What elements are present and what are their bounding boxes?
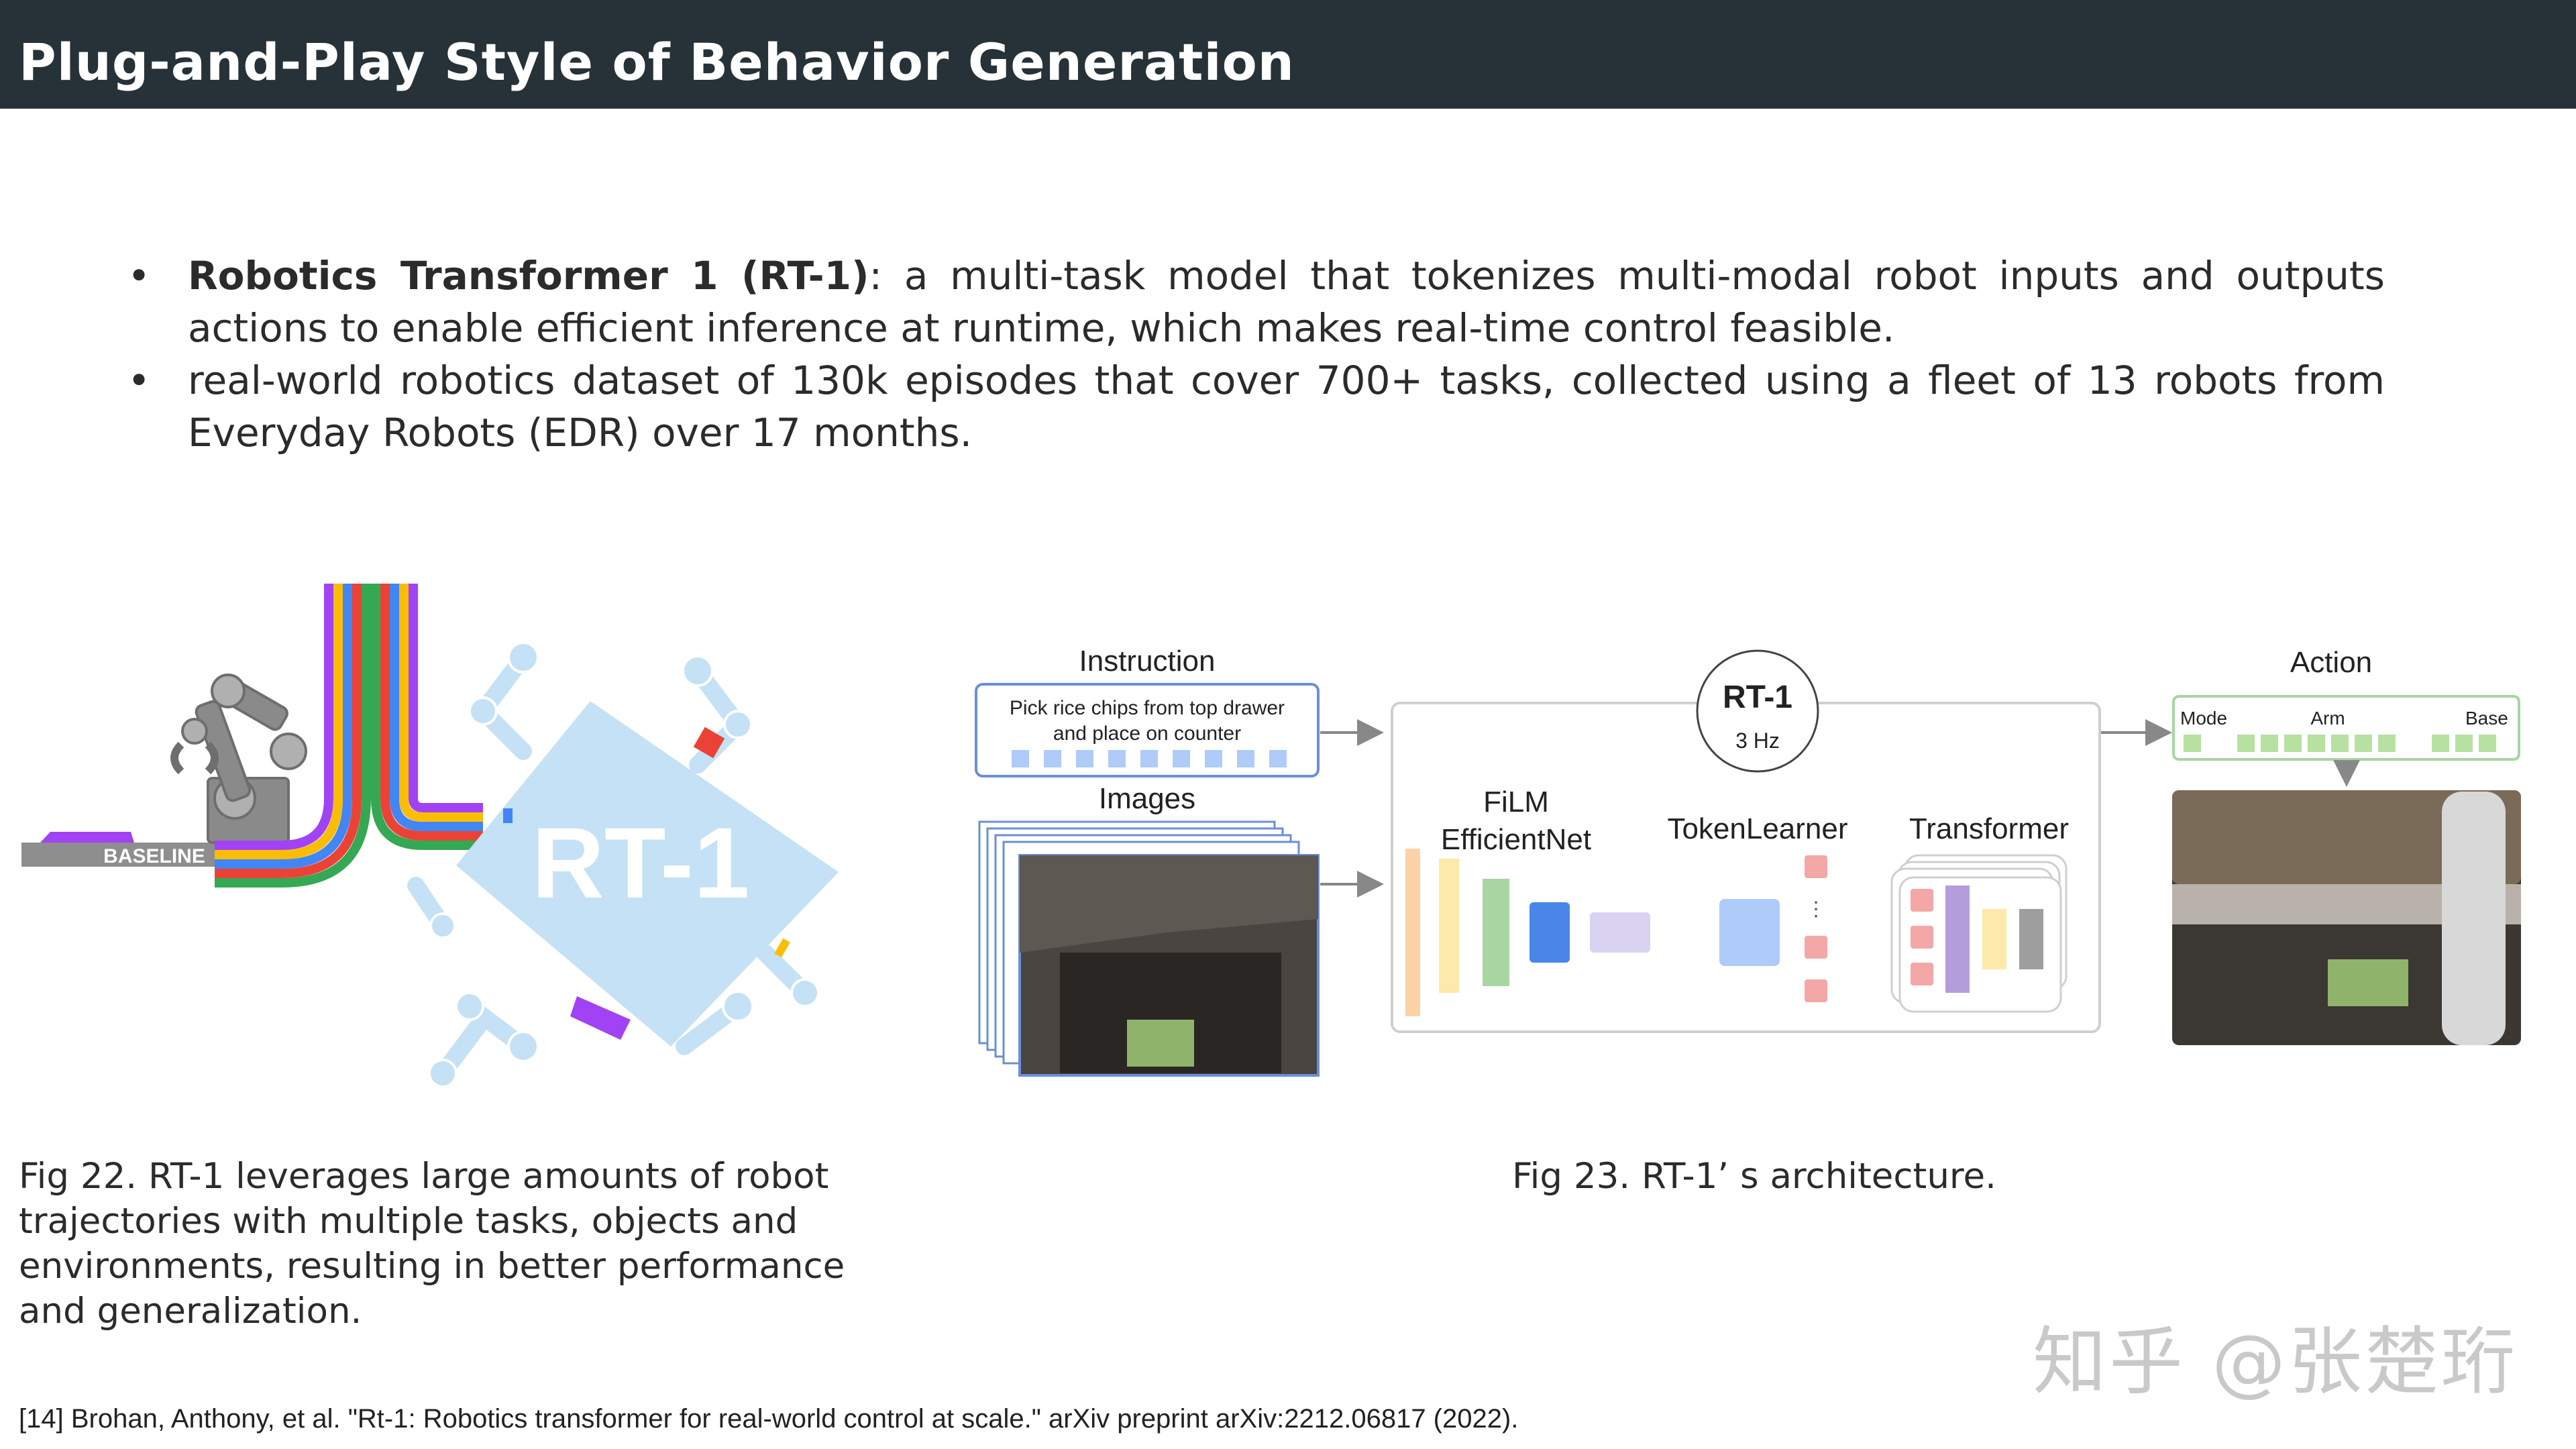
data-stripes [215,584,483,888]
film-layer-orange [1405,849,1420,1016]
tokenlearner-label: TokenLearner [1667,812,1847,845]
fig23-caption: Fig 23. RT-1’ s architecture. [1512,1156,1996,1197]
rt1-model-name: RT-1 [1723,680,1792,715]
image-chips-bag [1127,1020,1194,1067]
rt1-cycle-icon [1696,649,1819,773]
learned-tokens [1805,855,1827,1002]
film-layer-green [1483,879,1509,986]
transformer-label: Transformer [1909,812,2069,845]
bullet-dot: • [127,358,151,403]
photo-robot-body [2442,792,2506,1045]
instruction-text-line1: Pick rice chips from top drawer [1010,697,1285,719]
slide-title: Plug-and-Play Style of Behavior Generati… [19,32,1295,92]
transformer-attention-layer [1945,885,1970,993]
instruction-text-line2: and place on counter [1053,722,1241,745]
film-layer-blue [1529,902,1570,963]
action-tokens [2184,735,2496,752]
rt1-label: RT-1 [531,806,749,919]
image-counter-surface [1020,855,1318,953]
fig22-caption: Fig 22. RT-1 leverages large amounts of … [19,1156,845,1332]
transformer-ffn-layer [1982,909,2006,969]
zhihu-watermark: 知乎 @张楚珩 [2033,1319,2518,1405]
film-label-line1: FiLM [1483,786,1549,818]
token-ellipsis: ⋮ [1806,898,1826,920]
bullet-list: • Robotics Transformer 1 (RT-1): a multi… [127,250,2385,459]
fig22-rt1-data-illustration: BASELINE [21,584,839,1087]
rt1-central-block [456,701,839,1046]
bullet-bold-term: Robotics Transformer 1 (RT-1) [188,253,869,299]
purple-tray [40,832,134,843]
bullet-item: • Robotics Transformer 1 (RT-1): a multi… [127,250,2385,354]
baseline-robot-arm-icon [170,674,307,844]
tokenlearner-block [1719,899,1780,966]
transformer-input-tokens [1911,889,1933,985]
film-output-tokens [1590,912,1650,953]
instruction-tokens [1012,750,1287,767]
transformer-output-layer [2019,909,2043,969]
film-layer-yellow [1439,859,1459,993]
action-label: Action [2290,646,2372,679]
images-label: Images [1099,782,1195,815]
bullet-text: : a multi-task model that tokenizes mult… [188,253,2385,351]
action-base-label: Base [2465,708,2508,729]
bullet-dot: • [127,253,151,299]
title-bar: Plug-and-Play Style of Behavior Generati… [0,0,2576,109]
reference-citation: [14] Brohan, Anthony, et al. "Rt-1: Robo… [19,1404,1519,1434]
rt1-model-rate: 3 Hz [1735,729,1780,753]
bullet-item: • real-world robotics dataset of 130k ep… [127,354,2385,459]
yellow-object [774,938,790,958]
purple-object [570,996,631,1040]
baseline-label: BASELINE [103,845,205,867]
instruction-label: Instruction [1079,645,1216,678]
fig23-rt1-architecture-diagram: Instruction Pick rice chips from top dra… [975,645,2521,1077]
film-label-line2: EfficientNet [1441,823,1591,856]
action-mode-label: Mode [2180,708,2227,729]
action-arm-label: Arm [2310,708,2345,729]
red-block [693,727,725,759]
instruction-box [975,683,1320,777]
blue-object [503,808,513,823]
photo-shelf [2172,790,2521,884]
arm-joints [428,641,820,1087]
photo-chips-bag [2328,959,2408,1006]
bullet-text: real-world robotics dataset of 130k epis… [188,358,2385,455]
